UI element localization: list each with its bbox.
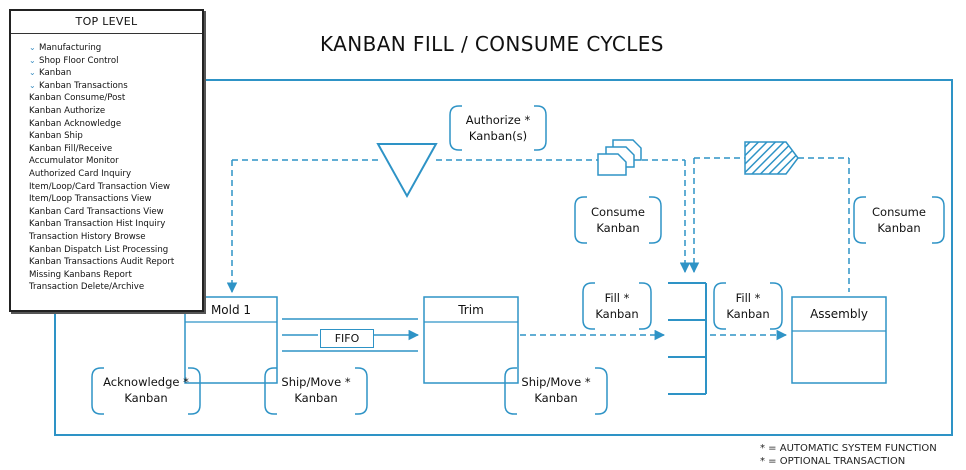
consume-left-bracket-right (649, 196, 662, 244)
supermarket-rack (668, 282, 707, 395)
ship-trim-bracket-right (595, 367, 608, 415)
menu-item[interactable]: Kanban Dispatch List Processing (29, 244, 169, 255)
fifo-lane: FIFO (320, 329, 374, 348)
authorize-kanban-bubble: Authorize * Kanban(s) (465, 113, 531, 143)
consume-right-bracket-right (932, 196, 945, 244)
ship-move-kanban-trim-bubble: Ship/Move * Kanban (521, 375, 591, 405)
legend-automatic: * = AUTOMATIC SYSTEM FUNCTION (760, 443, 937, 454)
consume-kanban-left-bubble: Consume Kanban (591, 205, 645, 235)
ship-trim-bracket-left (504, 367, 517, 415)
mold-process-box (184, 296, 278, 384)
diagram-title: KANBAN FILL / CONSUME CYCLES (320, 32, 664, 56)
acknowledge-bracket-left (91, 367, 104, 415)
menu-item[interactable]: Kanban Fill/Receive (29, 143, 113, 154)
menu-item[interactable]: Kanban Acknowledge (29, 118, 122, 129)
ship-mold-bracket-right (355, 367, 368, 415)
inventory-triangle-icon (376, 143, 438, 199)
menu-title: TOP LEVEL (11, 11, 202, 34)
menu-item[interactable]: Missing Kanbans Report (29, 269, 132, 280)
ship-mold-bracket-left (264, 367, 277, 415)
menu-item[interactable]: Accumulator Monitor (29, 156, 119, 167)
acknowledge-bracket-right (188, 367, 201, 415)
trim-process-box (423, 296, 519, 384)
menu-item[interactable]: Transaction Delete/Archive (29, 282, 145, 293)
menu-tree-item[interactable]: ⌄Shop Floor Control (29, 55, 119, 66)
signal-kanban-icon (744, 141, 799, 175)
authorize-bracket-left (449, 105, 462, 151)
menu-item[interactable]: Transaction History Browse (29, 231, 146, 242)
menu-item[interactable]: Kanban Ship (29, 131, 83, 142)
fill-right-bracket-right (770, 282, 783, 330)
mold-label: Mold 1 (210, 303, 252, 317)
kanban-authorize-loop (226, 157, 850, 294)
assembly-label: Assembly (810, 307, 868, 321)
menu-list: ⌄Manufacturing ⌄Shop Floor Control ⌄Kanb… (11, 34, 202, 294)
menu-tree-item[interactable]: ⌄Kanban Transactions (29, 80, 128, 91)
menu-item[interactable]: Kanban Transaction Hist Inquiry (29, 219, 166, 230)
assembly-process-box (791, 296, 887, 384)
chevron-down-icon: ⌄ (29, 43, 36, 52)
menu-item[interactable]: Kanban Consume/Post (29, 93, 126, 104)
consume-left-bracket-left (574, 196, 587, 244)
menu-item[interactable]: Kanban Transactions Audit Report (29, 257, 175, 268)
menu-item[interactable]: Item/Loop Transactions View (29, 194, 152, 205)
fill-kanban-left-bubble: Fill * Kanban (595, 291, 639, 321)
chevron-down-icon: ⌄ (29, 68, 36, 78)
acknowledge-kanban-bubble: Acknowledge * Kanban (103, 375, 189, 405)
trim-label: Trim (458, 303, 484, 317)
menu-item[interactable]: Item/Loop/Card Transaction View (29, 181, 171, 192)
menu-item[interactable]: Kanban Authorize (29, 105, 106, 116)
menu-tree-item[interactable]: ⌄Kanban (29, 68, 72, 79)
top-level-menu: TOP LEVEL ⌄Manufacturing ⌄Shop Floor Con… (9, 9, 204, 312)
chevron-down-icon: ⌄ (29, 55, 36, 65)
consume-right-bracket-left (853, 196, 866, 244)
transaction-bubbles (91, 105, 945, 415)
menu-item[interactable]: Authorized Card Inquiry (29, 168, 132, 179)
fill-kanban-right-bubble: Fill * Kanban (726, 291, 770, 321)
consume-kanban-right-bubble: Consume Kanban (872, 205, 926, 235)
ship-move-kanban-mold-bubble: Ship/Move * Kanban (281, 375, 351, 405)
fill-left-bracket-left (582, 282, 595, 330)
menu-item[interactable]: Kanban Card Transactions View (29, 206, 164, 217)
mold-to-trim-flow (282, 318, 420, 352)
fill-left-bracket-right (639, 282, 652, 330)
fill-right-bracket-left (713, 282, 726, 330)
menu-tree-item[interactable]: ⌄Manufacturing (29, 43, 102, 53)
legend-optional: * = OPTIONAL TRANSACTION (760, 456, 906, 467)
authorize-bracket-right (534, 105, 547, 151)
kanban-cards-icon (597, 139, 642, 176)
chevron-down-icon: ⌄ (29, 80, 36, 90)
